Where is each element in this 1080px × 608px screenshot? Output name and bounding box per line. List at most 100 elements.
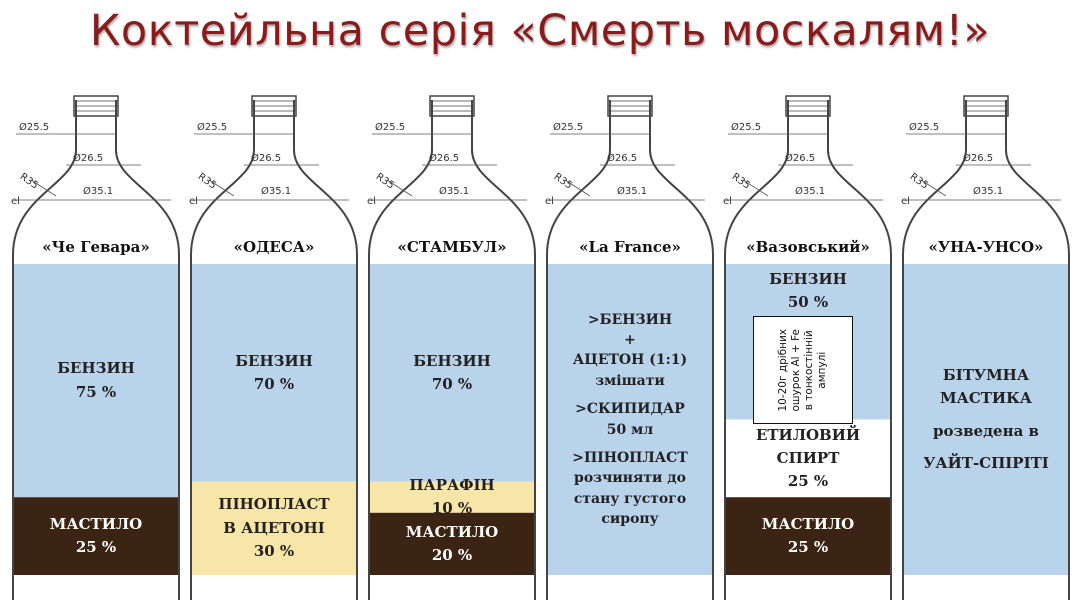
layer-text-line: В АЦЕТОНІ [223,518,325,537]
layer-text-line: СПИРТ [776,448,840,467]
layer-text-line: 30 % [253,541,295,560]
bottle-name: «Вазовський» [746,238,870,256]
bottle-2-layer-2: МАСТИЛО 20 % [370,513,534,575]
layer-text-line: МАСТИКА [940,389,1032,408]
dimension-label: Ø26.5 [251,153,282,164]
layer-text-line: МАСТИЛО [761,514,855,533]
bottle-5-layer-0-fill [904,264,1068,575]
layer-text-line: 25 % [75,538,117,557]
dimension-label: Ø35.1 [439,186,470,197]
layer-text-line: БЕНЗИН [769,270,847,288]
dimension-label: Ø26.5 [429,153,460,164]
bottle-0-layer-0-fill [14,264,178,498]
dimension-label: el [189,196,198,207]
dimension-label: Ø26.5 [785,153,816,164]
dimension-label: Ø35.1 [83,186,114,197]
dimension-label: el [901,196,910,207]
layer-text-line: >СКИПИДАР [575,401,685,418]
bottle-2-layer-1-fill [370,481,534,513]
dimension-label: Ø25.5 [553,122,584,133]
layer-text-line: МАСТИЛО [405,522,499,541]
dimension-label: R35 [551,171,575,192]
bottle-3-layer-0-fill [548,264,712,575]
dimension-label: Ø25.5 [909,122,940,133]
layer-text-line: УАЙТ-СПІРІТІ [923,453,1049,472]
bottle-0-dim-line [30,179,57,197]
layer-text-line: 25 % [787,538,829,557]
bottle-name: «ОДЕСА» [233,238,315,256]
layer-text-line: ЕТИЛОВИЙ [755,425,861,444]
layer-text-line: + [624,331,636,348]
bottle-1-dim-line [208,179,235,197]
dimension-label: Ø26.5 [607,153,638,164]
dimension-label: el [723,196,732,207]
layer-text-line: змішати [595,372,665,389]
layer-text-line: стану густого [573,490,687,507]
bottle-1-outline [190,100,358,600]
layer-text-line: ПАРАФІН [409,475,495,494]
bottle-2-dim-line [386,179,413,197]
bottle-2-layer-0-fill [370,264,534,482]
bottle-4-layer-1: ЕТИЛОВИЙ СПИРТ 25 % [726,420,890,498]
layer-text-line: 70 % [431,374,473,393]
layer-text-line: 20 % [431,545,473,564]
dimension-label: Ø25.5 [731,122,762,133]
bottle-0-layer-1-fill [14,497,178,575]
layer-text-line: 10 % [431,499,473,518]
dimension-label: R35 [729,171,753,192]
bottle-1-layer-1-fill [192,481,356,575]
bottle-2-outline [368,100,536,600]
dimension-label: R35 [17,171,41,192]
bottle-name: «Че Гевара» [42,238,150,256]
bottle-0-layer-1: МАСТИЛО 25 % [14,497,178,575]
layer-text-line: МАСТИЛО [49,514,143,533]
layer-text-line: ПІНОПЛАСТ [218,495,330,514]
layer-text-line: розведена в [933,421,1039,440]
bottle-2-layer-2-fill [370,512,534,575]
dimension-label: R35 [907,171,931,192]
note-line: ампулі [816,351,829,389]
bottle-2-layer-1: ПАРАФІН 10 % [370,476,534,517]
bottle-3-outline [546,100,714,600]
bottle-5-outline [902,100,1070,600]
bottle-4-layer-2: МАСТИЛО 25 % [726,497,890,575]
dimension-label: el [11,196,20,207]
dimension-label: Ø35.1 [617,186,648,197]
layer-text-line: 25 % [787,472,829,490]
bottle-0-layer-0: БЕНЗИН 75 % [14,264,178,497]
note-line: ошурок Al + Fe [789,328,802,412]
bottle-name: «УНА-УНСО» [928,238,1044,256]
layer-text-line: >ПІНОПЛАСТ [572,450,688,467]
dimension-label: Ø35.1 [261,186,292,197]
bottle-1-layer-1: ПІНОПЛАСТ В АЦЕТОНІ 30 % [192,482,356,575]
bottle-name: «La France» [579,238,681,256]
dimension-label: Ø35.1 [795,186,826,197]
layer-text-line: розчиняти до [574,470,686,487]
dimension-label: Ø35.1 [973,186,1004,197]
dimension-label: Ø25.5 [375,122,406,133]
layer-text-line: БЕНЗИН [235,351,313,370]
layer-text-line: сиропу [601,511,659,528]
bottle-3-dim-line [564,179,591,197]
bottle-4-layer-1-fill [726,419,890,498]
layer-text-line: БЕНЗИН [57,359,135,378]
bottle-1-layer-0-fill [192,264,356,482]
bottle-4-layer-2-fill [726,497,890,575]
bottle-5-dim-line [920,179,947,197]
dimension-label: Ø25.5 [19,122,50,133]
bottle-4-dim-line [742,179,769,197]
dimension-label: Ø25.5 [197,122,228,133]
layer-text-line: 50 мл [606,421,654,438]
layer-text-line: 75 % [75,382,117,401]
